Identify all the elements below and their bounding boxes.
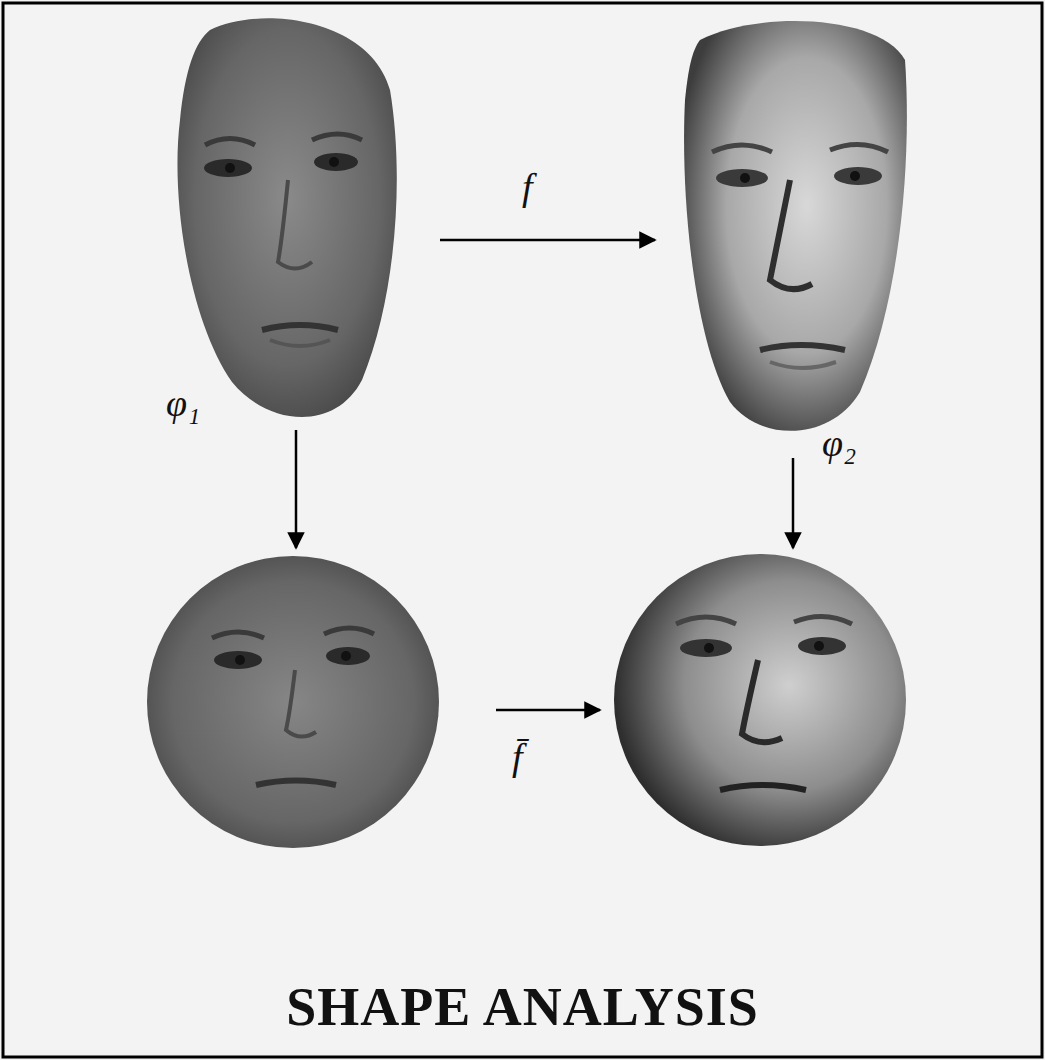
frame bbox=[3, 3, 1042, 1057]
map-arrow bbox=[440, 239, 655, 242]
map-arrow bbox=[792, 458, 795, 548]
disk-target bbox=[614, 554, 906, 846]
face-target bbox=[684, 21, 907, 431]
map-label: f bbox=[522, 168, 533, 206]
diagram-title: SHAPE ANALYSIS bbox=[0, 978, 1045, 1037]
disk-source bbox=[147, 556, 439, 848]
map-label: φ₁ bbox=[166, 384, 200, 422]
map-arrow bbox=[295, 430, 298, 548]
face-source bbox=[177, 18, 396, 417]
map-arrow bbox=[496, 709, 600, 712]
map-label: φ₂ bbox=[822, 424, 856, 462]
map-label: f̄ bbox=[512, 738, 523, 776]
